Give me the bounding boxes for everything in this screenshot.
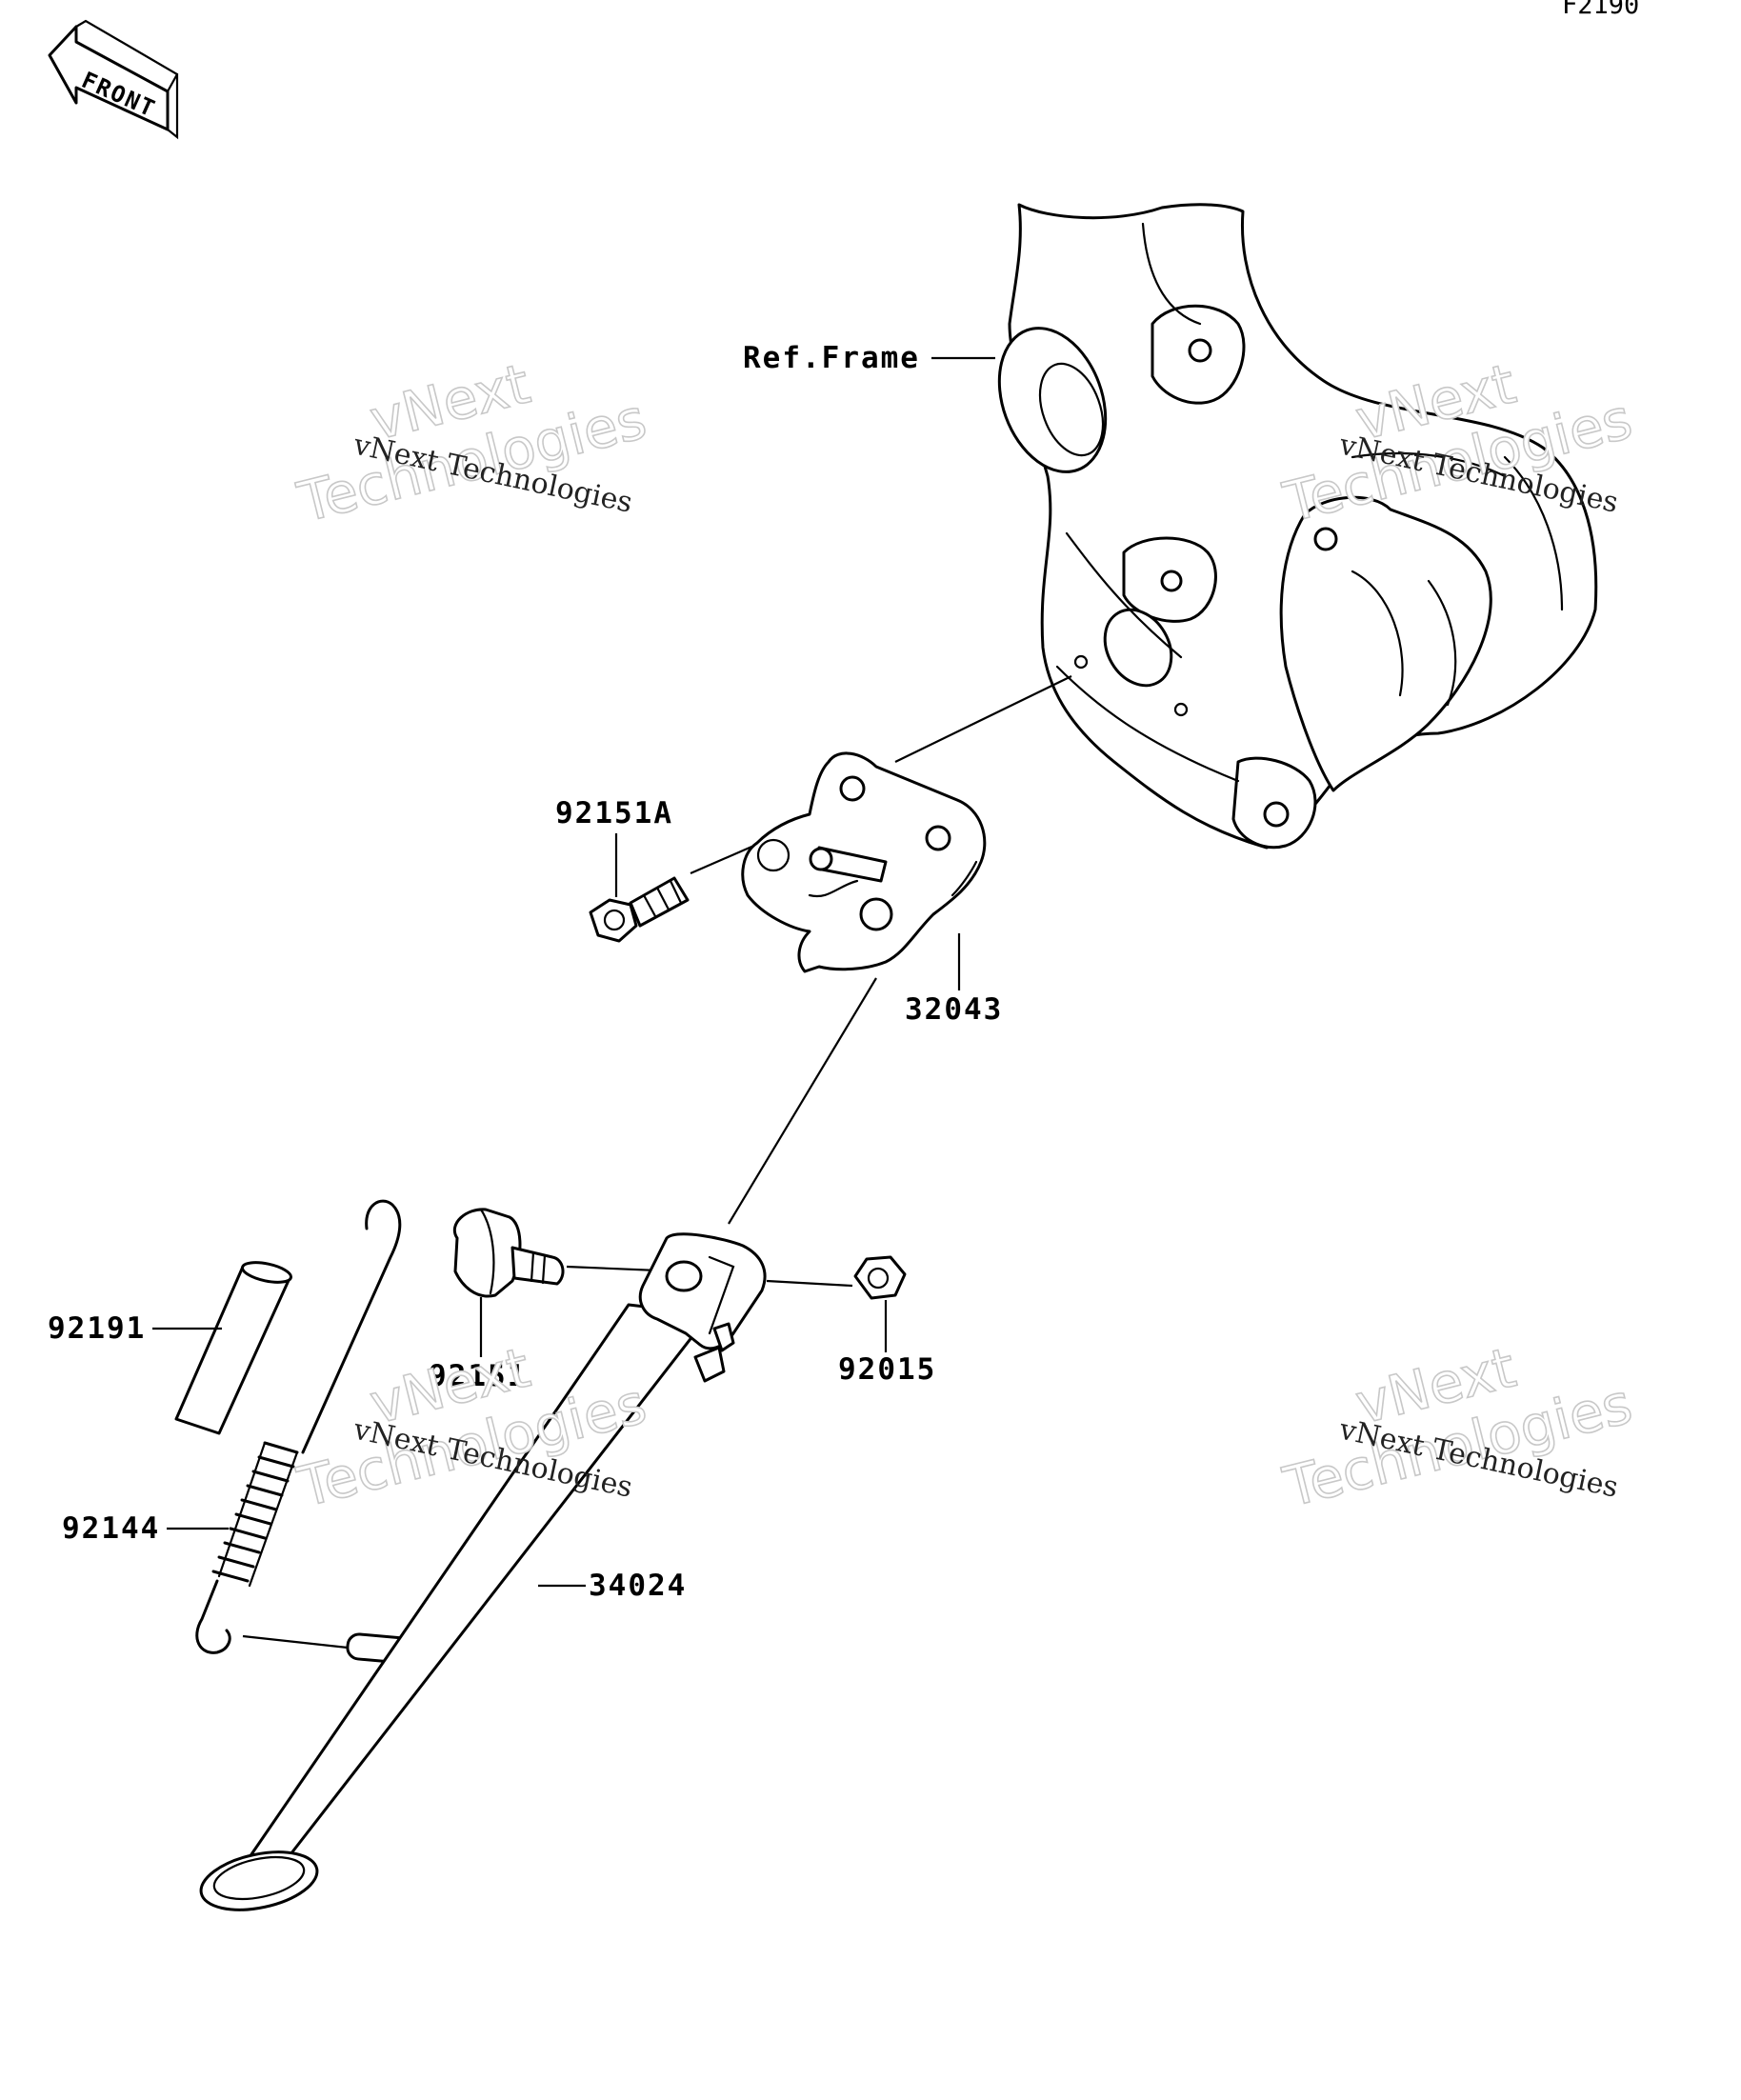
ref-frame-label: Ref.Frame (743, 341, 920, 375)
spring-92144 (195, 1441, 299, 1654)
watermark-top-left: vNext Technologies vNext Technologies (290, 350, 653, 536)
bolt-92151 (452, 1208, 565, 1298)
sleeve-92191 (174, 1261, 293, 1435)
bolt-92151a (589, 876, 690, 943)
part-label-92015: 92015 (838, 1352, 936, 1387)
frame-reference-drawing (997, 203, 1598, 850)
part-label-92191: 92191 (48, 1311, 146, 1346)
nut-92015 (853, 1255, 907, 1300)
diagram-code: F2190 (1562, 0, 1639, 20)
bracket-32043 (741, 751, 987, 973)
part-label-92151: 92151 (429, 1359, 527, 1393)
part-label-34024: 34024 (589, 1569, 687, 1603)
part-label-92144: 92144 (62, 1511, 160, 1546)
part-label-32043: 32043 (905, 992, 1003, 1027)
front-arrow-icon: FRONT (48, 19, 179, 140)
watermark-bottom-right: vNext Technologies vNext Technologies (1276, 1334, 1639, 1521)
side-stand-34024 (199, 1232, 767, 1911)
part-label-92151a: 92151A (555, 796, 673, 830)
